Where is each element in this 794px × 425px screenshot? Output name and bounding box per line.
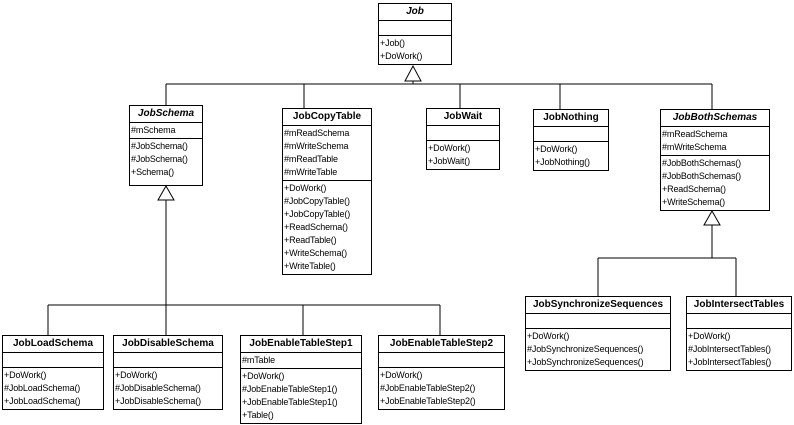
class-name: JobSynchronizeSequences (526, 297, 670, 314)
member-line: #JobBothSchemas() (662, 171, 741, 181)
member-line: +DoWork() (428, 143, 471, 153)
class-name: JobEnableTableStep1 (241, 336, 361, 353)
class-box-jobintersecttables: JobIntersectTables +DoWork() #JobIntersec… (686, 296, 792, 371)
member-line: #JobBothSchemas() (662, 158, 741, 168)
class-box-jobcopytable: JobCopyTable #mReadSchema#mWriteSchema#m… (282, 108, 372, 275)
member-line: +DoWork() (380, 370, 423, 380)
member-line: +DoWork() (688, 331, 731, 341)
class-name: JobLoadSchema (3, 336, 103, 353)
member-line: #JobIntersectTables() (688, 344, 771, 354)
member-line: #JobDisableSchema() (115, 383, 201, 393)
member-line: +Table() (242, 410, 274, 420)
member-line: #mSchema (131, 125, 176, 135)
member-line: +DoWork() (527, 331, 570, 341)
class-attributes (114, 353, 222, 368)
member-line: +JobIntersectTables() (688, 357, 772, 367)
inheritance-arrow-jobschema (157, 184, 175, 201)
class-methods: +DoWork() #JobEnableTableStep2() +JobEnabl… (379, 368, 504, 409)
member-line: +ReadTable() (284, 235, 337, 245)
member-line: +JobNothing() (535, 157, 590, 167)
class-box-job: Job +Job() +DoWork() (378, 3, 452, 65)
member-line: #JobEnableTableStep1() (242, 384, 338, 394)
class-name: JobCopyTable (283, 109, 371, 126)
class-attributes: #mReadSchema #mWriteSchema (661, 127, 769, 156)
class-name: JobEnableTableStep2 (379, 336, 504, 353)
class-name: JobNothing (534, 110, 608, 127)
member-line: +ReadSchema() (662, 184, 726, 194)
class-box-jobbothschemas: JobBothSchemas #mReadSchema #mWriteSchema… (660, 109, 770, 211)
member-line: +WriteSchema() (662, 197, 726, 207)
class-name: JobDisableSchema (114, 336, 222, 353)
member-line: +JobCopyTable() (284, 209, 351, 219)
member-line: #mReadSchema (662, 129, 728, 139)
class-methods: +DoWork() #JobCopyTable() +JobCopyTable() +… (283, 181, 371, 274)
member-line: +DoWork() (4, 370, 47, 380)
member-line: +JobLoadSchema() (4, 396, 81, 406)
member-line: +JobWait() (428, 156, 470, 166)
member-line: +DoWork() (535, 144, 578, 154)
class-attributes: #mReadSchema #mWriteSchema #mReadTable #mWr… (283, 126, 371, 181)
class-attributes (526, 314, 670, 329)
inheritance-arrow-job (404, 64, 422, 82)
class-methods: +DoWork() #JobLoadSchema() +JobLoadSchema(… (3, 368, 103, 409)
class-box-jobsynchronizesequences: JobSynchronizeSequences +DoWork() #JobSyn… (525, 296, 671, 371)
member-line: +JobSynchronizeSequences() (527, 357, 644, 367)
class-attributes (379, 21, 451, 36)
class-name: JobSchema (130, 106, 202, 123)
inheritance-arrow-jobbothschemas (703, 209, 721, 226)
class-attributes: #mTable (241, 353, 361, 369)
member-line: #JobSchema() (131, 154, 188, 164)
member-line: +Schema() (131, 167, 174, 177)
member-line: #mTable (242, 355, 275, 365)
member-line: +JobDisableSchema() (115, 396, 201, 406)
member-line: #mReadTable (284, 154, 338, 164)
class-methods: +DoWork() +JobNothing() (534, 142, 608, 170)
member-line: +ReadSchema() (284, 222, 348, 232)
member-line: #JobSynchronizeSequences() (527, 344, 644, 354)
class-box-jobenabletablestep1: JobEnableTableStep1 #mTable +DoWork() #Jo… (240, 335, 362, 424)
member-line: +JobEnableTableStep2() (380, 396, 476, 406)
class-name: JobWait (427, 109, 499, 126)
member-line: +JobEnableTableStep1() (242, 397, 338, 407)
class-methods: +DoWork() +JobWait() (427, 141, 499, 169)
class-methods: +DoWork() #JobEnableTableStep1() +JobEnabl… (241, 369, 361, 423)
member-line: #mWriteTable (284, 167, 338, 177)
member-line: #JobEnableTableStep2() (380, 383, 476, 393)
member-line: +DoWork() (380, 51, 423, 61)
class-box-jobschema: JobSchema #mSchema #JobSchema()#JobSchem… (129, 105, 203, 186)
class-box-jobenabletablestep2: JobEnableTableStep2 +DoWork() #JobEnableT… (378, 335, 505, 410)
class-name: JobBothSchemas (661, 110, 769, 127)
class-attributes (534, 127, 608, 142)
class-methods: +DoWork() #JobDisableSchema() +JobDisableS… (114, 368, 222, 409)
class-attributes: #mSchema (130, 123, 202, 139)
member-line: +WriteTable() (284, 261, 336, 271)
class-box-jobdisableschema: JobDisableSchema +DoWork() #JobDisableSch… (113, 335, 223, 410)
class-box-jobnothing: JobNothing +DoWork() +JobNothing() (533, 109, 609, 171)
class-name: JobIntersectTables (687, 297, 791, 314)
class-methods: #JobBothSchemas() #JobBothSchemas() +ReadS… (661, 156, 769, 210)
class-methods: +DoWork() #JobSynchronizeSequences() +JobS… (526, 329, 670, 370)
class-name: Job (379, 4, 451, 21)
class-methods: #JobSchema() #JobSchema() +Schema() (130, 139, 202, 185)
class-attributes (379, 353, 504, 368)
member-line: #mWriteSchema (662, 142, 727, 152)
member-line: #mReadSchema (284, 128, 350, 138)
member-line: #JobLoadSchema() (4, 383, 81, 393)
class-box-jobloadschema: JobLoadSchema +DoWork()#JobLoadSchema()+… (2, 335, 104, 410)
class-box-jobwait: JobWait +DoWork() +JobWait() (426, 108, 500, 170)
class-methods: +DoWork() #JobIntersectTables() +JobInters… (687, 329, 791, 370)
class-attributes (687, 314, 791, 329)
member-line: #mWriteSchema (284, 141, 349, 151)
member-line: +DoWork() (284, 183, 327, 193)
member-line: #JobCopyTable() (284, 196, 350, 206)
member-line: +Job() (380, 38, 405, 48)
member-line: #JobSchema() (131, 141, 188, 151)
member-line: +DoWork() (115, 370, 158, 380)
class-attributes (427, 126, 499, 141)
class-attributes (3, 353, 103, 368)
class-methods: +Job() +DoWork() (379, 36, 451, 64)
member-line: +DoWork() (242, 371, 285, 381)
member-line: +WriteSchema() (284, 248, 348, 258)
